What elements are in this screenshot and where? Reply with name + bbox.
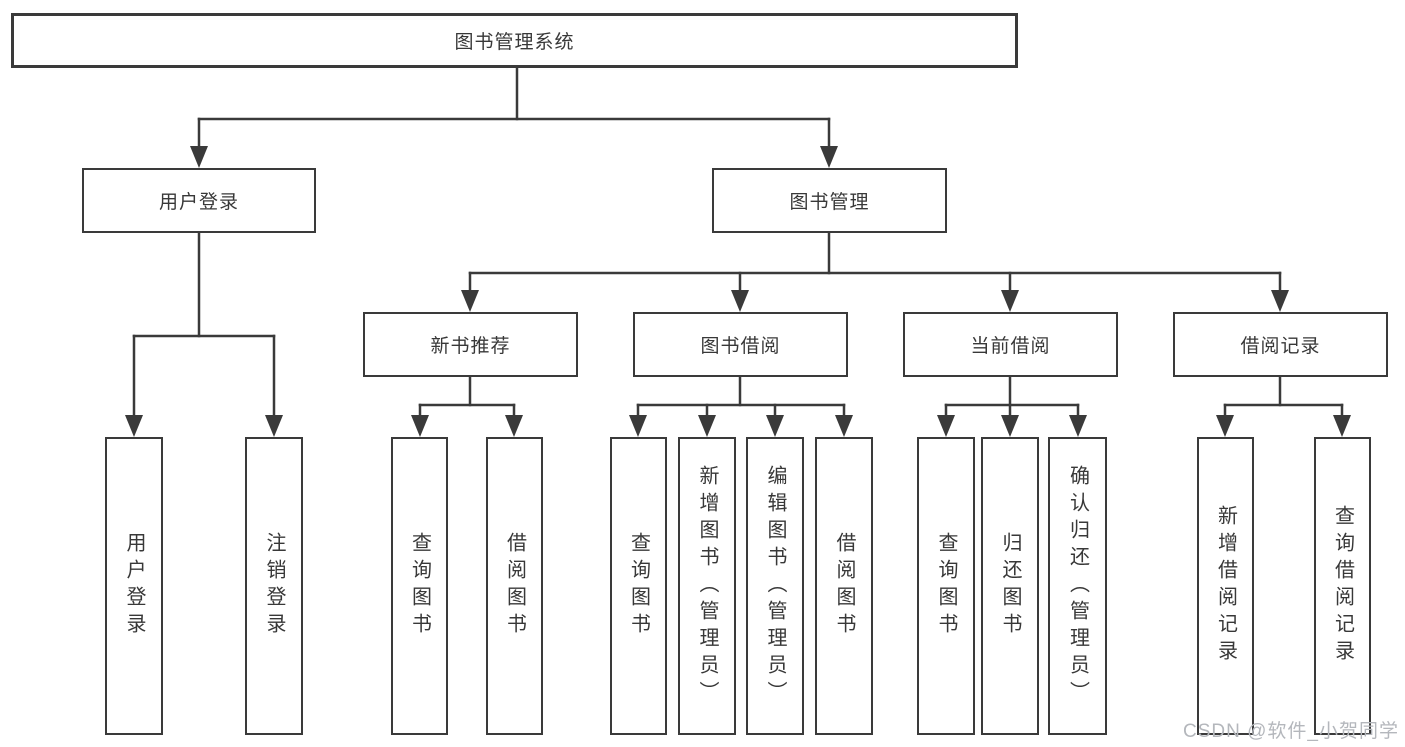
leaf-borrow-book-borrow-label: 借阅图书 [833,532,855,640]
arrowhead [731,290,749,312]
leaf-logout: 注销登录 [245,437,303,735]
leaf-query-book-current: 查询图书 [917,437,975,735]
node-book-borrowing: 图书借阅 [633,312,848,377]
connector-borrow-record-to-leaves [1216,375,1351,437]
arrowhead [698,415,716,437]
arrowhead [629,415,647,437]
arrowhead [125,415,143,437]
leaf-return-book: 归还图书 [981,437,1039,735]
node-new-book-recommend-label: 新书推荐 [430,336,511,357]
connector-book-borrow-to-leaves [629,375,853,437]
node-book-management-label: 图书管理 [789,192,870,213]
leaf-borrow-book-borrow: 借阅图书 [815,437,873,735]
arrowhead [461,290,479,312]
arrowhead [1001,415,1019,437]
leaf-add-borrow-record-label: 新增借阅记录 [1214,505,1237,667]
arrowhead [1333,415,1351,437]
leaf-return-book-label: 归还图书 [999,532,1021,640]
csdn-watermark: CSDN @软件_小贺同学 [1183,721,1399,742]
node-borrowing-records-label: 借阅记录 [1240,336,1321,357]
leaf-query-book-newrec: 查询图书 [391,437,448,735]
node-user-login-label: 用户登录 [158,192,239,213]
connector-new-book-to-leaves [411,375,523,437]
leaf-user-login-label: 用户登录 [123,532,145,640]
leaf-user-login: 用户登录 [105,437,163,735]
leaf-query-borrow-record: 查询借阅记录 [1314,437,1371,735]
node-root-label: 图书管理系统 [454,32,575,53]
leaf-query-borrow-record-label: 查询借阅记录 [1331,505,1354,667]
arrowhead [1271,290,1289,312]
leaf-confirm-return-admin-label: 确认归还（管理员） [1066,464,1089,708]
leaf-add-book-admin: 新增图书（管理员） [678,437,736,735]
arrowhead [265,415,283,437]
node-new-book-recommend: 新书推荐 [363,312,578,377]
arrowhead [820,146,838,168]
connector-root-to-level2 [190,66,838,168]
leaf-edit-book-admin: 编辑图书（管理员） [746,437,804,735]
arrowhead [937,415,955,437]
leaf-add-borrow-record: 新增借阅记录 [1197,437,1254,735]
node-user-login: 用户登录 [82,168,316,233]
leaf-borrow-book-newrec-label: 借阅图书 [503,532,526,640]
leaf-confirm-return-admin: 确认归还（管理员） [1048,437,1107,735]
leaf-query-book-current-label: 查询图书 [935,532,957,640]
node-current-borrowing: 当前借阅 [903,312,1118,377]
node-book-borrowing-label: 图书借阅 [700,336,781,357]
leaf-query-book-borrow: 查询图书 [610,437,667,735]
leaf-query-book-borrow-label: 查询图书 [627,532,650,640]
leaf-borrow-book-newrec: 借阅图书 [486,437,543,735]
arrowhead [505,415,523,437]
arrowhead [190,146,208,168]
arrowhead [766,415,784,437]
connector-user-login-to-leaves [125,231,283,437]
connector-book-mgmt-to-level3 [461,231,1289,312]
leaf-edit-book-admin-label: 编辑图书（管理员） [764,464,786,708]
arrowhead [411,415,429,437]
node-book-management: 图书管理 [712,168,947,233]
arrowhead [835,415,853,437]
leaf-add-book-admin-label: 新增图书（管理员） [696,464,718,708]
arrowhead [1001,290,1019,312]
leaf-query-book-newrec-label: 查询图书 [408,532,431,640]
node-borrowing-records: 借阅记录 [1173,312,1388,377]
connector-current-borrow-to-leaves [937,375,1087,437]
node-root: 图书管理系统 [11,13,1018,68]
arrowhead [1216,415,1234,437]
node-current-borrowing-label: 当前借阅 [970,336,1051,357]
leaf-logout-label: 注销登录 [263,532,285,640]
arrowhead [1069,415,1087,437]
